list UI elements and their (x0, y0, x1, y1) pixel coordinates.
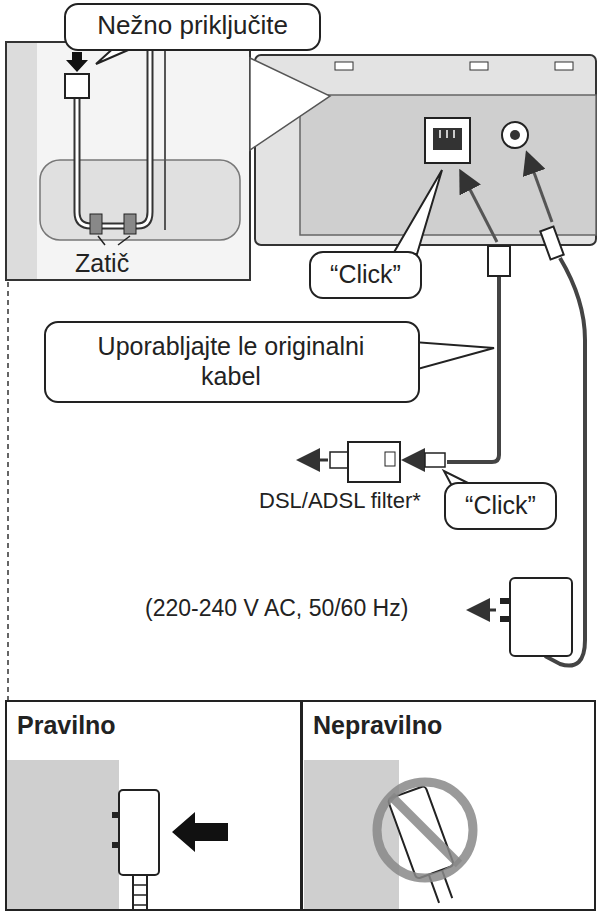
base-unit-part (555, 62, 573, 70)
phone-cable (447, 174, 510, 462)
callout-bubble: “Click” (444, 482, 557, 530)
inset-closeup-part (65, 74, 89, 98)
correct-plug-figure-part (7, 760, 119, 911)
incorrect-plug-figure-part (377, 782, 473, 878)
dc-jack-part (510, 130, 520, 140)
panel-heading: Pravilno (17, 710, 290, 740)
base-unit-part (300, 95, 596, 235)
inset-closeup-part (6, 42, 250, 280)
phone-jack (425, 118, 470, 163)
zoom-wedge (250, 58, 330, 150)
voltage-label: (220-240 V AC, 50/60 Hz) (145, 595, 408, 623)
base-unit-part (470, 62, 488, 70)
callout-tail-part (393, 170, 442, 254)
dc-jack (502, 122, 528, 148)
dsl-filter-part (407, 459, 423, 462)
inset-closeup-part (77, 44, 150, 226)
callout-bubble: Uporabljajte le originalni kabel (44, 321, 420, 403)
correct-plug-figure-part (172, 812, 228, 852)
dc-jack-part (502, 122, 528, 148)
part-label: DSL/ADSL filter* (259, 488, 421, 514)
inset-closeup-part (90, 214, 102, 234)
dsl-filter-part (348, 442, 400, 482)
callout-tail (96, 44, 494, 486)
incorrect-plug-figure (304, 760, 473, 911)
ac-adapter (472, 578, 572, 656)
correct-plug-figure-part (133, 875, 147, 911)
callout-bubble: Nežno priključite (64, 3, 321, 51)
correct-plug-figure-part (133, 885, 147, 905)
inset-closeup-part (118, 236, 130, 245)
inset-closeup-part (77, 44, 150, 226)
phone-cable-part (488, 246, 510, 276)
correct-panel: Pravilno (5, 700, 302, 911)
phone-cable-part (462, 174, 497, 242)
incorrect-plug-figure-part (391, 796, 459, 864)
phone-jack-part (446, 130, 448, 138)
dsl-filter-part (302, 459, 328, 462)
callout-bubble: “Click” (309, 251, 422, 299)
phone-cable-part (447, 276, 499, 462)
incorrect-plug-figure-part (304, 760, 399, 911)
inset-closeup-part (7, 43, 37, 279)
dsl-filter-part (385, 452, 395, 466)
callout-text: Uporabljajte le originalni kabel (66, 331, 396, 391)
ac-adapter-part (500, 598, 510, 604)
ac-adapter-part (472, 609, 496, 612)
phone-jack-part (453, 130, 455, 138)
dashed-guide (8, 282, 9, 700)
phone-jack-part (433, 128, 462, 150)
inset-closeup-part (164, 43, 166, 230)
correct-plug-figure-part (119, 790, 159, 875)
ac-adapter-part (510, 578, 572, 656)
dsl-filter-part (330, 452, 348, 468)
callout-tail-part (414, 342, 494, 370)
inset-closeup-part (124, 214, 136, 234)
inset-closeup (6, 42, 250, 280)
panel-heading: Nepravilno (313, 710, 584, 740)
callout-text: “Click” (329, 259, 402, 289)
part-label: Zatič (75, 248, 129, 278)
dashed-guide-part (7, 282, 9, 700)
ac-adapter-part (500, 616, 510, 622)
base-unit-part (335, 62, 353, 70)
phone-jack-part (425, 118, 470, 163)
inset-closeup-part (66, 52, 88, 72)
dsl-filter-part (425, 453, 445, 467)
power-cable-part (540, 227, 563, 260)
callout-text: “Click” (464, 490, 537, 520)
callout-text: Nežno priključite (96, 10, 289, 41)
power-cable-part (528, 156, 552, 222)
zoom-wedge-part (250, 58, 330, 150)
inset-closeup-part (98, 236, 105, 245)
dsl-filter (302, 442, 445, 482)
tilted-adapter (388, 786, 465, 908)
correct-plug-figure (7, 760, 228, 911)
incorrect-panel: Nepravilno (301, 700, 596, 911)
phone-jack-part (439, 130, 441, 138)
